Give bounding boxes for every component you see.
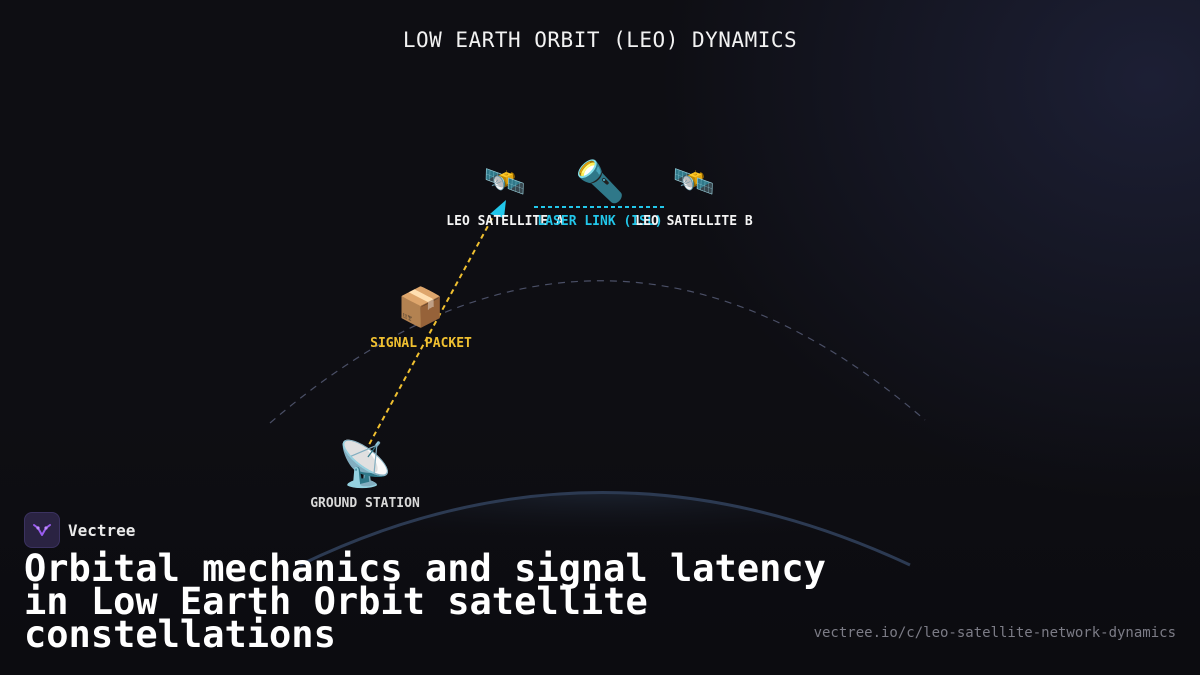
ground-station-label: GROUND STATION (310, 496, 420, 511)
page-url[interactable]: vectree.io/c/leo-satellite-network-dynam… (813, 625, 1176, 641)
laser-link-label: LASER LINK (ISL) (537, 214, 663, 229)
orbit-path (269, 280, 926, 424)
package-icon: 📦 (397, 285, 445, 329)
diagram-title: LOW EARTH ORBIT (LEO) DYNAMICS (402, 28, 798, 52)
brand: Vectree (24, 512, 135, 548)
satellite-b-icon: 🛰️ (672, 162, 716, 202)
uplink-arrowhead (490, 200, 506, 218)
headline: Orbital mechanics and signal latency in … (24, 547, 826, 656)
earth-horizon (299, 491, 911, 567)
satellite-dish-icon: 📡 (337, 439, 393, 490)
satellite-a-icon: 🛰️ (483, 162, 527, 202)
vectree-logo-icon (24, 512, 60, 548)
satellite-a-label: LEO SATELLITE A (446, 214, 564, 229)
satellite-b-label: LEO SATELLITE B (635, 214, 753, 229)
flashlight-icon: 🔦 (575, 159, 625, 205)
signal-packet-label: SIGNAL PACKET (370, 336, 472, 351)
uplink-path (364, 212, 496, 453)
brand-name: Vectree (68, 520, 136, 540)
ground-station-node (360, 447, 370, 457)
